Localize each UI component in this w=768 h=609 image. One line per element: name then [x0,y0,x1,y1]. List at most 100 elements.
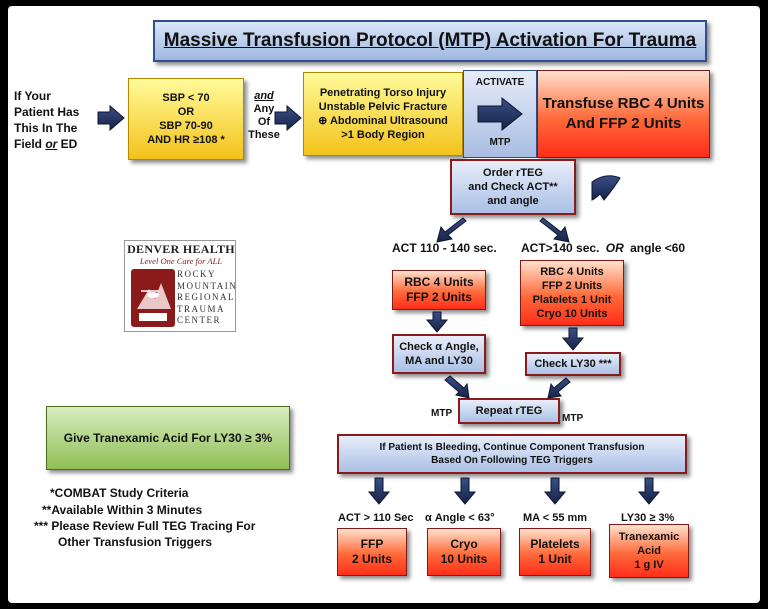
check-alpha-angle-box: Check α Angle, MA and LY30 [392,334,486,374]
injury-line-2: Unstable Pelvic Fracture [318,101,448,113]
connector-these: These [248,129,280,141]
connector-text: and Any Of These [244,90,284,142]
branch-right-angle: angle <60 [630,241,686,255]
order-line-1: Order rTEG [483,167,543,179]
branch-left-label: ACT 110 - 140 sec. [392,241,497,255]
arrow-curved-return [591,175,621,201]
logo-helicopter-icon [137,283,171,321]
footnote-combat: *COMBAT Study Criteria [50,486,189,500]
injury-line-3: ⊕ Abdominal Ultrasound [318,115,448,127]
check-alpha-line-2: MA and LY30 [405,355,473,367]
transfuse-line-2: And FFP 2 Units [565,115,682,132]
product-ffp-box: FFP 2 Units [337,528,407,576]
product-platelets-units: 1 Unit [538,552,572,566]
injury-line-1: Penetrating Torso Injury [319,87,447,99]
bleeding-line-2: Based On Following TEG Triggers [431,455,593,466]
product-platelets-name: Platelets [530,537,580,551]
product-tranexamic-box: Tranexamic Acid 1 g IV [609,524,689,578]
logo-org: DENVER HEALTH [127,242,235,256]
arrow-check-alpha-to-repeat [444,375,470,399]
injury-criteria-box: Penetrating Torso Injury Unstable Pelvic… [303,72,463,156]
logo-lines: ROCKY MOUNTAIN REGIONAL TRAUMA CENTER [177,269,238,327]
logo-tagline: Level One Care for ALL [139,256,223,266]
intro-field: Field [14,137,46,151]
logo-line-trauma: TRAUMA [177,303,226,314]
arrow-ly30-to-repeat [547,377,571,399]
arrow-right-units-to-ly30 [561,327,585,351]
logo-emblem [131,269,175,327]
check-alpha-line-1: Check α Angle, [399,341,479,353]
product-cryo-name: Cryo [450,537,478,551]
arrow-intro-to-criteria [97,104,125,132]
trigger-alpha-angle: α Angle < 63° [425,512,495,524]
tranexamic-advice-box: Give Tranexamic Acid For LY30 ≥ 3% [46,406,290,470]
order-rteg-box: Order rTEG and Check ACT** and angle [450,159,576,215]
branch-right-label: ACT>140 sec. OR angle <60 [521,241,685,255]
arrow-order-to-right [539,217,570,243]
footnote-review: *** Please Review Full TEG Tracing For [34,519,256,533]
arrow-activate-mtp [477,96,523,132]
criteria-line-3: SBP 70-90 [159,120,213,132]
bleeding-line-1: If Patient Is Bleeding, Continue Compone… [379,442,645,453]
connector-any: Any [253,103,275,115]
product-ffp-units: 2 Units [351,552,392,566]
product-cryo-box: Cryo 10 Units [427,528,501,576]
right-units-platelets: Platelets 1 Unit [532,294,612,306]
order-line-2: and Check ACT** [468,181,558,193]
left-units-rbc: RBC 4 Units [404,275,474,289]
trigger-ly30: LY30 ≥ 3% [621,512,675,524]
check-ly30-label: Check LY30 *** [534,358,612,370]
branch-right-or: OR [605,241,624,255]
criteria-line-4: AND HR ≥108 * [147,134,225,146]
branch-right-act: ACT>140 sec. [521,241,600,255]
repeat-rteg-label: Repeat rTEG [475,405,543,417]
page-title: Massive Transfusion Protocol (MTP) Activ… [163,30,697,51]
transfuse-box: Transfuse RBC 4 Units And FFP 2 Units [537,70,710,158]
product-platelets-box: Platelets 1 Unit [519,528,591,576]
intro-line-3: This In The [14,121,78,135]
title-banner: Massive Transfusion Protocol (MTP) Activ… [153,20,707,62]
intro-ed: ED [57,137,78,151]
left-units-ffp: FFP 2 Units [406,290,472,304]
logo-line-regional: REGIONAL [177,292,235,302]
footnote-available: **Available Within 3 Minutes [42,503,203,517]
check-ly30-box: Check LY30 *** [525,352,621,376]
trigger-ma: MA < 55 mm [523,512,588,524]
product-tranexamic-dose: 1 g IV [634,559,664,571]
footnote-review-2: Other Transfusion Triggers [58,535,213,549]
product-tranexamic-name: Tranexamic [618,531,680,543]
logo-line-center: CENTER [177,315,221,325]
right-units-box: RBC 4 Units FFP 2 Units Platelets 1 Unit… [520,260,624,326]
vital-criteria-box: SBP < 70 OR SBP 70-90 AND HR ≥108 * [128,78,244,160]
right-units-rbc: RBC 4 Units [540,266,604,278]
denver-health-logo: DENVER HEALTH Level One Care for ALL ROC… [124,240,236,332]
repeat-mtp-right: MTP [562,413,584,424]
product-ffp-name: FFP [360,537,384,551]
intro-line-2: Patient Has [14,105,80,119]
arrow-trigger-act [367,477,391,505]
intro-or: or [45,137,58,151]
right-units-cryo: Cryo 10 Units [536,308,608,320]
logo-line-mountain: MOUNTAIN [177,280,238,291]
right-units-ffp: FFP 2 Units [541,280,603,292]
injury-line-4: >1 Body Region [341,129,425,141]
mtp-label: MTP [489,137,511,148]
tranexamic-advice-label: Give Tranexamic Acid For LY30 ≥ 3% [63,431,273,445]
logo-line-rocky: ROCKY [177,269,217,279]
arrow-trigger-ly30 [637,477,661,505]
connector-of: Of [257,116,271,128]
arrow-left-units-to-check [425,311,449,333]
activate-label: ACTIVATE [475,77,525,88]
arrow-trigger-ma [543,477,567,505]
transfuse-line-1: Transfuse RBC 4 Units [542,95,705,112]
product-tranexamic-acid: Acid [637,545,661,557]
left-units-box: RBC 4 Units FFP 2 Units [392,270,486,310]
order-line-3: and angle [487,195,539,207]
connector-and: and [254,90,274,102]
repeat-mtp-left: MTP [431,408,453,419]
arrow-trigger-angle [453,477,477,505]
product-cryo-units: 10 Units [440,552,488,566]
criteria-line-1: SBP < 70 [162,92,210,104]
intro-text: If Your Patient Has This In The Field or… [14,88,109,152]
